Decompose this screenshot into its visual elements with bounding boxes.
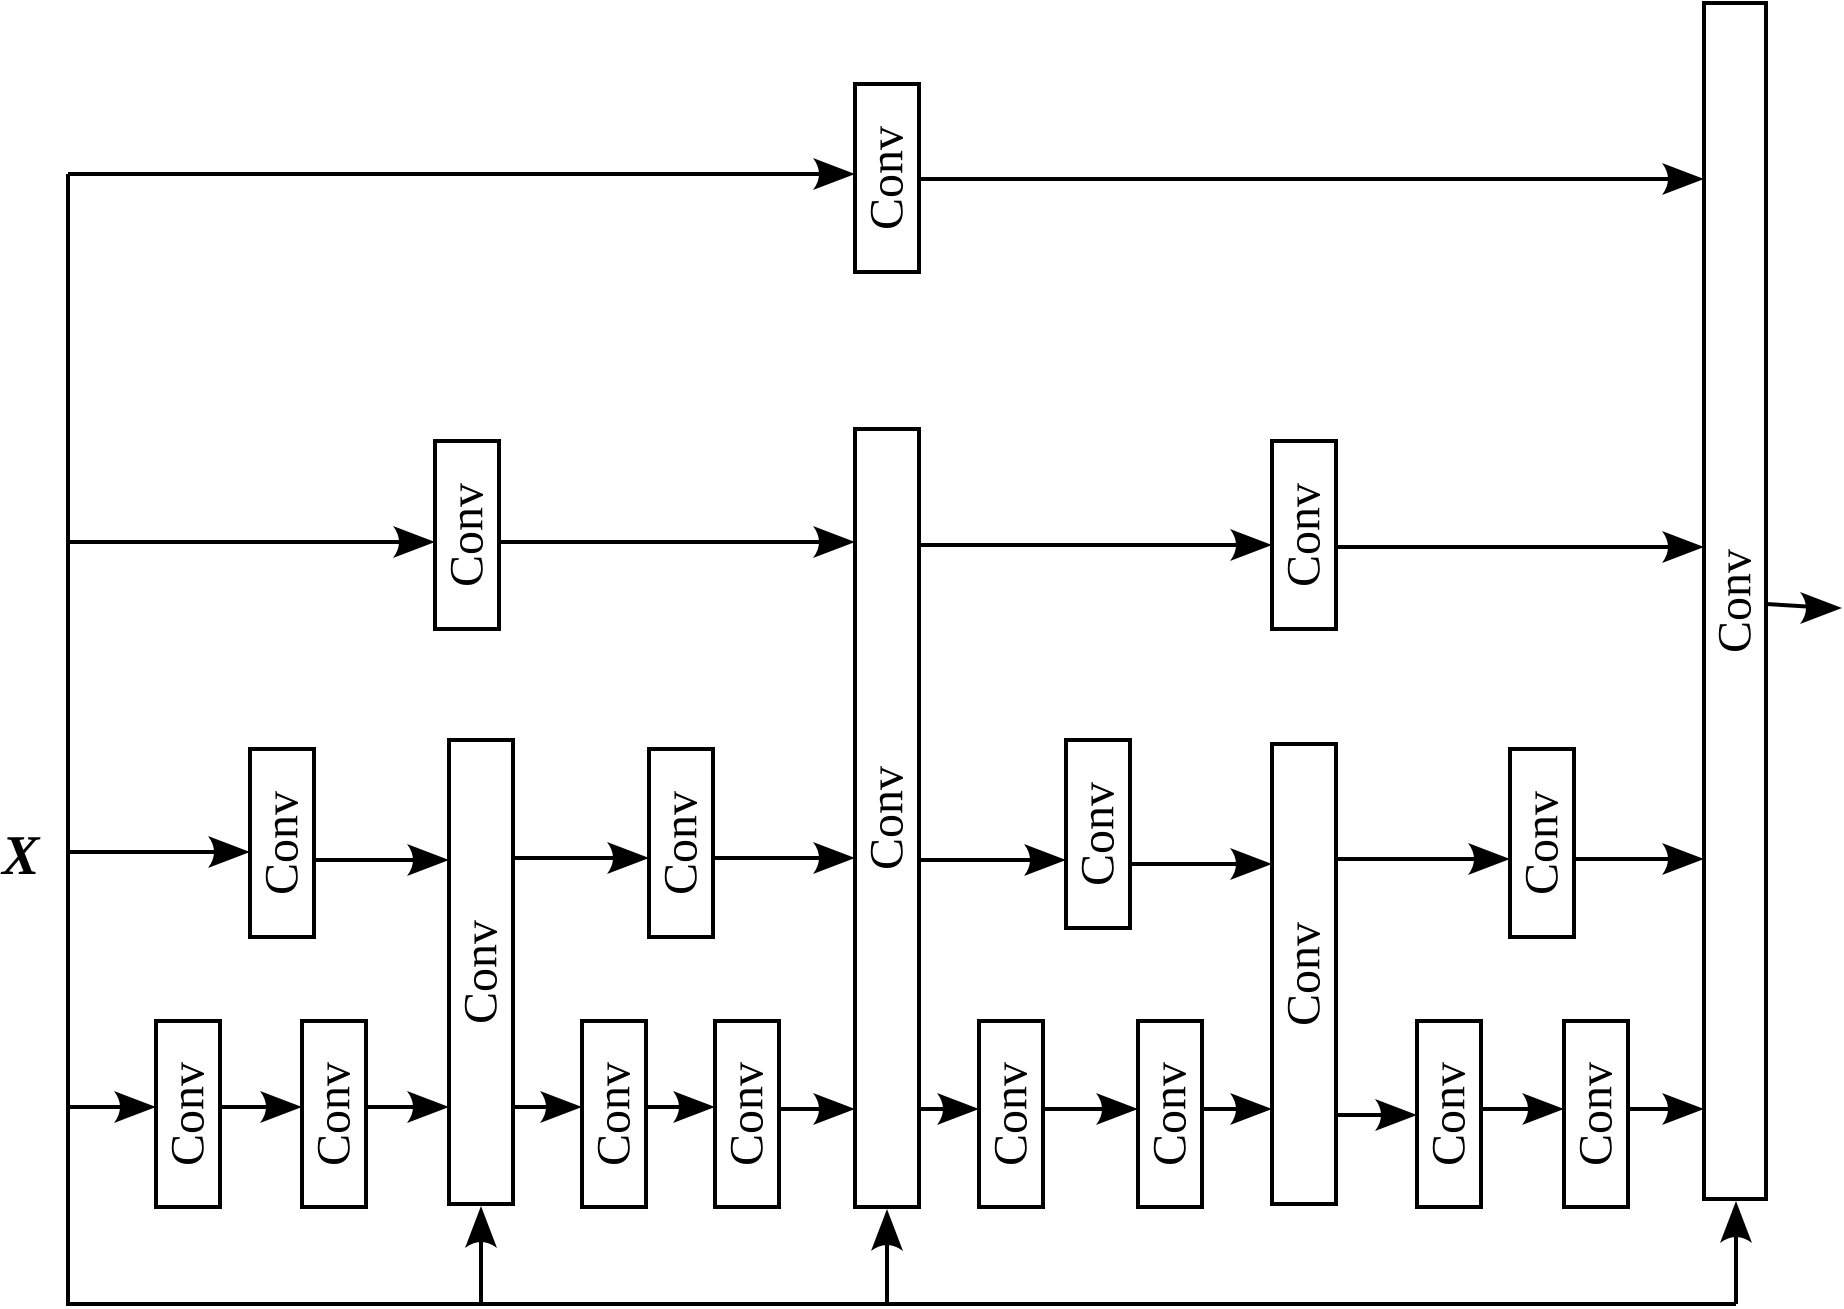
arrowhead-right — [813, 526, 855, 558]
arrowhead-right — [1230, 848, 1272, 880]
arrowhead-right — [1096, 1093, 1138, 1125]
arrowhead-right — [607, 842, 649, 874]
conv-block — [447, 738, 515, 1206]
conv-block-label: Conv — [721, 1062, 774, 1166]
conv-block — [1415, 1019, 1483, 1209]
arrowhead-right — [1375, 1099, 1417, 1131]
arrowhead-right — [1662, 1093, 1704, 1125]
conv-block — [248, 747, 316, 939]
conv-block-label: Conv — [1278, 922, 1331, 1026]
arrowhead-right — [813, 842, 855, 874]
arrowhead-right — [1522, 1093, 1564, 1125]
arrowhead-right — [1024, 844, 1066, 876]
conv-block-label: Conv — [441, 483, 494, 587]
conv-block — [1270, 439, 1338, 631]
connections — [66, 158, 1842, 1306]
conv-block — [1702, 1, 1768, 1201]
conv-block — [433, 439, 501, 631]
input-label-x: X — [0, 825, 41, 887]
arrowhead-right — [937, 1093, 979, 1125]
arrowhead-right — [114, 1091, 156, 1123]
conv-block — [853, 82, 921, 274]
conv-block — [713, 1019, 781, 1209]
conv-block — [1064, 738, 1132, 930]
conv-block — [853, 427, 921, 1209]
conv-block-label: Conv — [1072, 782, 1125, 886]
conv-block-label: Conv — [308, 1062, 361, 1166]
conv-block — [977, 1019, 1045, 1209]
conv-block — [1508, 747, 1576, 939]
arrowhead-right — [407, 844, 449, 876]
conv-block — [154, 1019, 222, 1209]
arrowhead-right — [260, 1091, 302, 1123]
arrowhead-right — [393, 526, 435, 558]
conv-block — [1562, 1019, 1630, 1209]
conv-block-label: Conv — [1423, 1062, 1476, 1166]
arrowhead-right — [407, 1091, 449, 1123]
arrowhead-right — [673, 1091, 715, 1123]
conv-block-label: Conv — [162, 1062, 215, 1166]
conv-block-label: Conv — [455, 920, 508, 1024]
arrowhead-right — [1662, 843, 1704, 875]
arrowhead-right — [1230, 1093, 1272, 1125]
conv-block-label: Conv — [1144, 1062, 1197, 1166]
arrowhead-up — [465, 1206, 497, 1248]
conv-block-label: Conv — [861, 126, 914, 230]
conv-block-label: Conv — [1278, 483, 1331, 587]
conv-block — [1270, 742, 1338, 1206]
conv-block-label: Conv — [1709, 549, 1762, 653]
arrowhead-right — [813, 1093, 855, 1125]
arrowhead-up — [1720, 1201, 1752, 1243]
conv-block-label: Conv — [1570, 1062, 1623, 1166]
conv-block-label: Conv — [256, 791, 309, 895]
conv-block — [1136, 1019, 1204, 1209]
conv-block — [647, 747, 715, 939]
arrowhead-right — [540, 1091, 582, 1123]
arrowhead-right — [1468, 843, 1510, 875]
arrowhead-right — [1662, 163, 1704, 195]
conv-block-label: Conv — [588, 1062, 641, 1166]
arrowhead-right — [1230, 529, 1272, 561]
arrowhead-right — [1662, 531, 1704, 563]
conv-block — [580, 1019, 648, 1209]
conv-block-label: Conv — [655, 791, 708, 895]
arrowhead-right — [1800, 592, 1842, 624]
arrowhead-up — [871, 1209, 903, 1251]
conv-block-label: Conv — [861, 766, 914, 870]
conv-block-label: Conv — [985, 1062, 1038, 1166]
arrowhead-right — [813, 158, 855, 190]
conv-block — [300, 1019, 368, 1209]
conv-block-label: Conv — [1516, 791, 1569, 895]
arrowhead-right — [208, 836, 250, 868]
